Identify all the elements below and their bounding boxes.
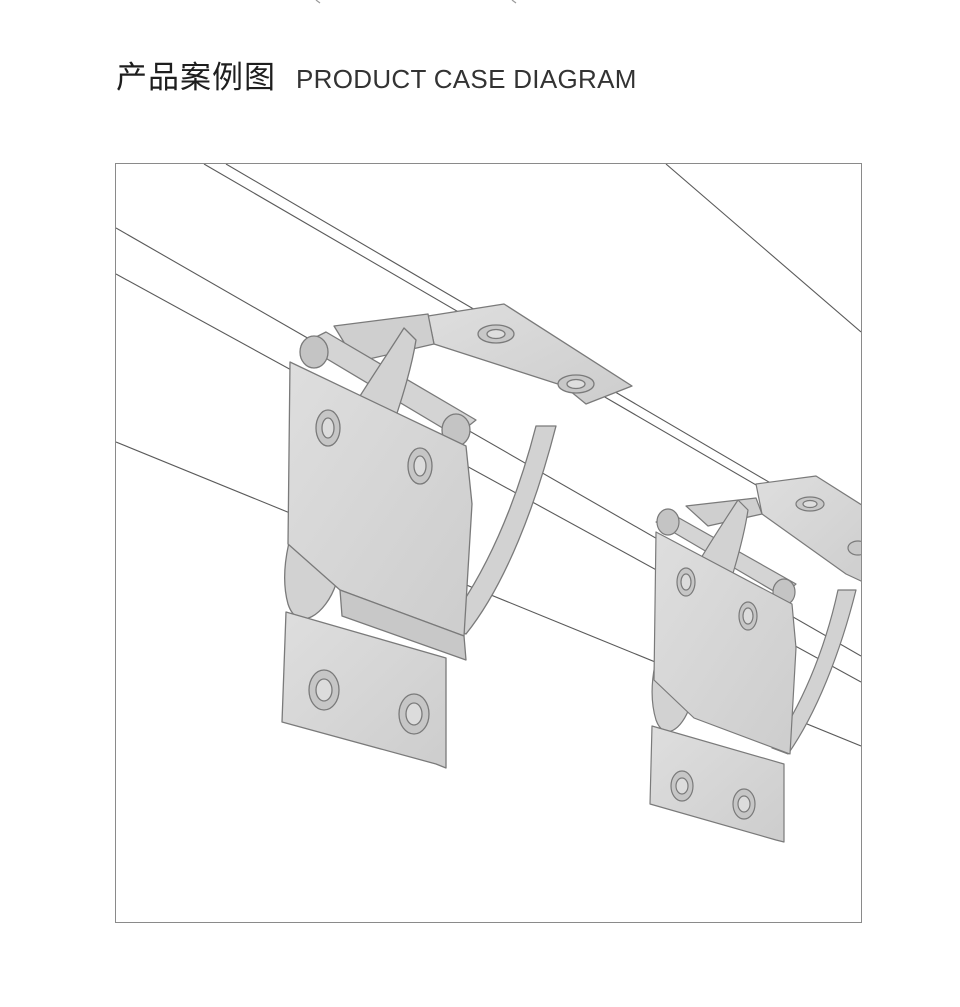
- toggle-latch-illustration: [116, 164, 861, 843]
- top-edge-fragments: [315, 0, 517, 4]
- section-header: 产品案例图 PRODUCT CASE DIAGRAM: [116, 52, 637, 97]
- toggle-latch-left: [281, 303, 633, 769]
- page-title-chinese: 产品案例图: [116, 60, 276, 96]
- page-title-english: PRODUCT CASE DIAGRAM: [296, 64, 637, 94]
- product-case-diagram-frame: [115, 163, 862, 923]
- toggle-latch-right: [649, 475, 861, 843]
